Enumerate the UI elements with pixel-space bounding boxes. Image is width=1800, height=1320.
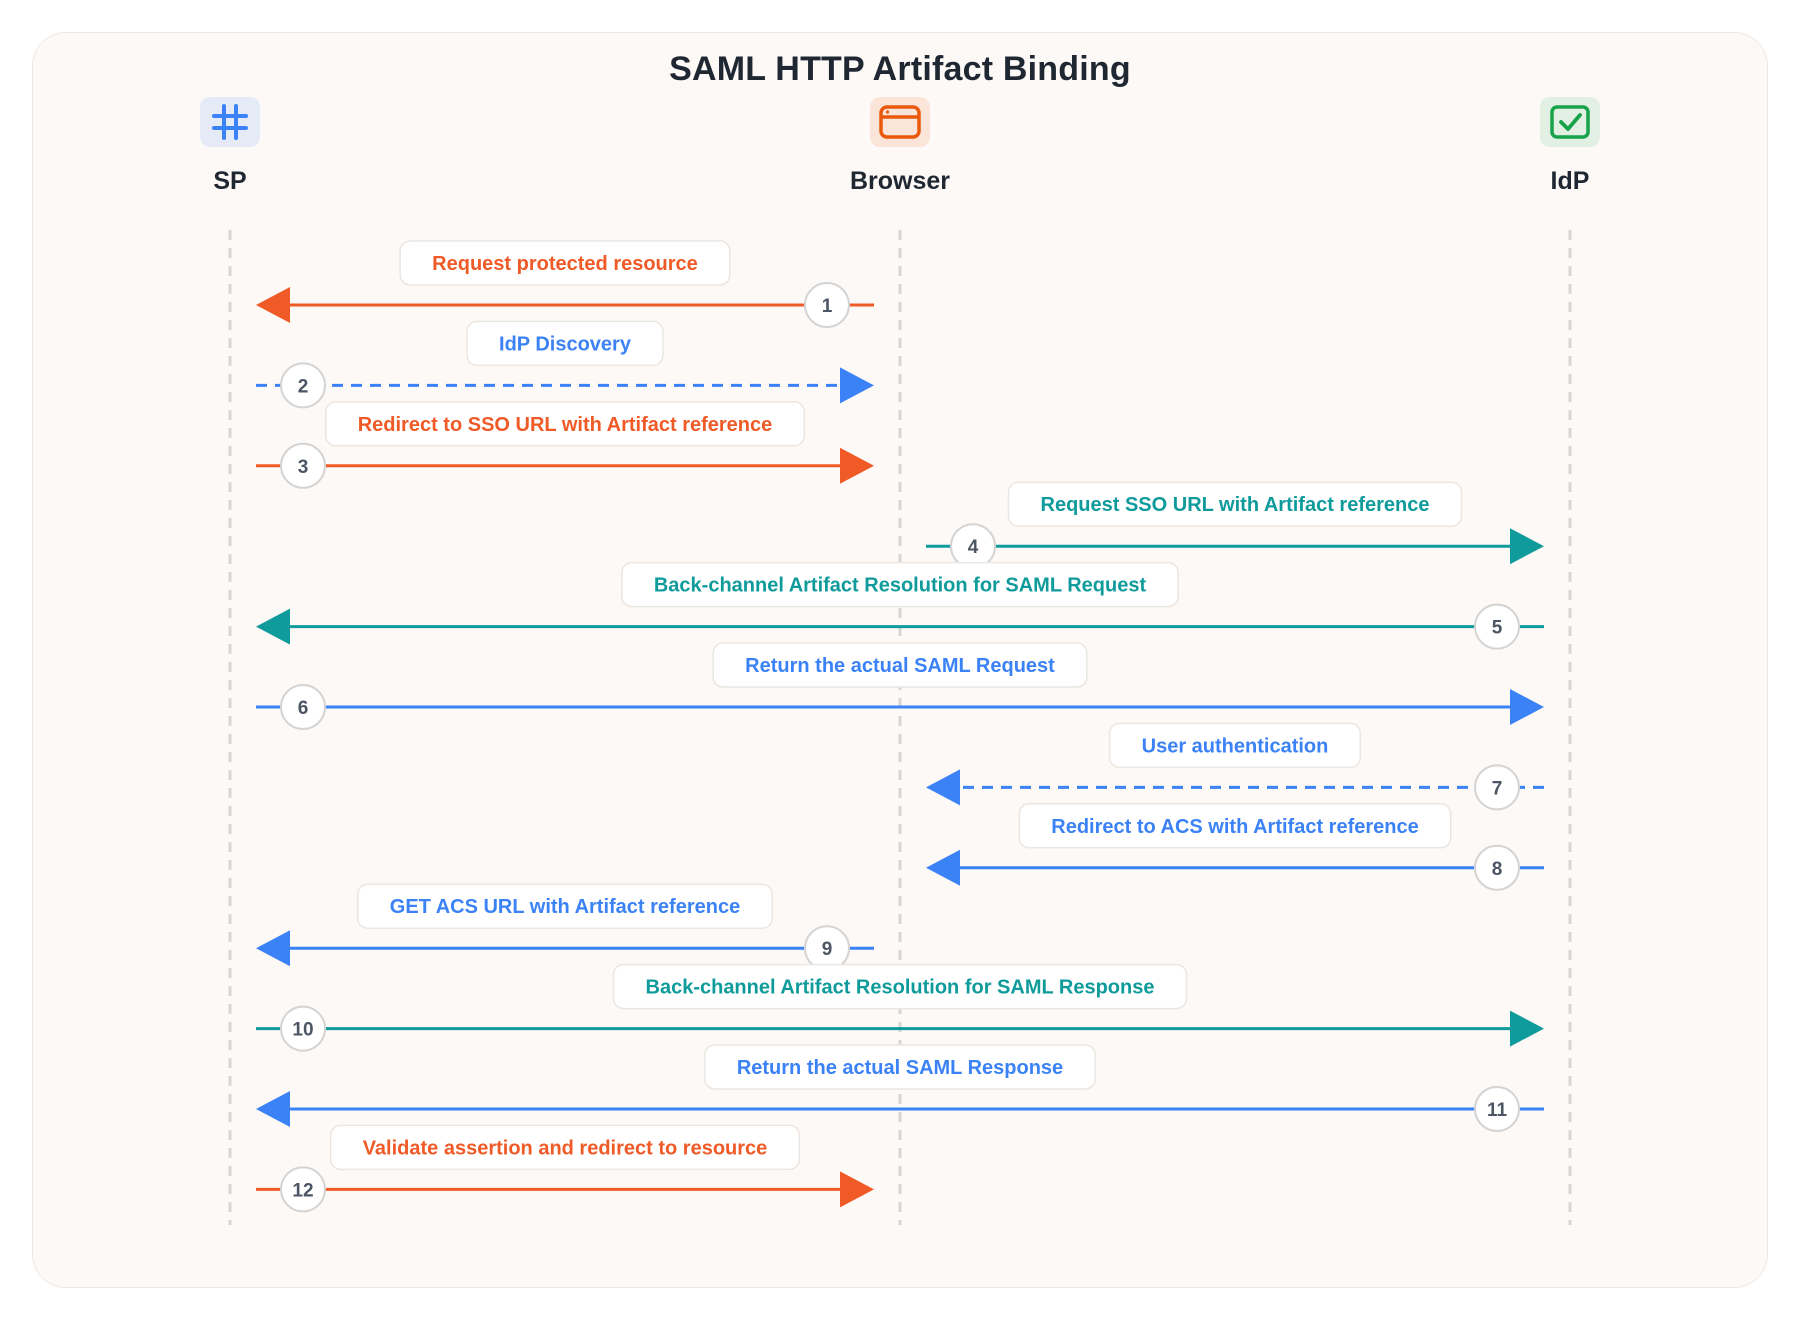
step-number-badge (280, 1166, 326, 1213)
message-label-box (1108, 722, 1362, 769)
message-label: Redirect to SSO URL with Artifact refere… (358, 414, 773, 436)
message-7: 7 User authentication (926, 722, 1544, 811)
arrowhead-icon (840, 1171, 874, 1208)
hash-grid-icon (200, 97, 260, 147)
arrowhead-icon (1510, 528, 1544, 565)
arrowhead-icon (256, 1091, 290, 1127)
diagram-title: SAML HTTP Artifact Binding (669, 50, 1131, 88)
message-label: GET ACS URL with Artifact reference (390, 896, 740, 918)
message-2: 2 IdP Discovery (256, 320, 874, 409)
message-label: Redirect to ACS with Artifact reference (1051, 816, 1419, 838)
message-label-box (704, 1044, 1096, 1090)
arrowhead-icon (840, 447, 874, 484)
message-4: 4 Request SSO URL with Artifact reference (926, 481, 1544, 570)
message-3: 3 Redirect to SSO URL with Artifact refer… (256, 401, 874, 489)
message-label-box (324, 401, 806, 447)
message-11: 11 Return the actual SAML Response (256, 1044, 1544, 1132)
step-number: 7 (1492, 778, 1503, 799)
message-label-box (329, 1124, 801, 1171)
step-number: 5 (1492, 618, 1503, 639)
step-number-badge (280, 362, 326, 409)
message-label-box (612, 963, 1188, 1010)
message-label-box (357, 883, 773, 929)
check-square-icon (1540, 97, 1600, 147)
message-9: 9 GET ACS URL with Artifact reference (256, 883, 874, 972)
message-6: 6 Return the actual SAML Request (256, 642, 1544, 730)
step-number: 9 (822, 939, 833, 960)
message-label: IdP Discovery (499, 333, 632, 355)
step-number-badge (280, 1005, 326, 1052)
actor-sp-name: SP (213, 167, 247, 195)
message-label: Back-channel Artifact Resolution for SAM… (654, 575, 1147, 597)
message-label: Request protected resource (432, 253, 698, 275)
message-label: User authentication (1142, 735, 1329, 757)
arrowhead-icon (840, 367, 874, 404)
message-label: Return the actual SAML Response (737, 1057, 1063, 1079)
message-label-box (712, 642, 1088, 688)
step-number-badge (1474, 603, 1520, 650)
arrowhead-icon (256, 608, 290, 645)
message-label: Back-channel Artifact Resolution for SAM… (646, 977, 1155, 999)
step-number: 2 (298, 376, 309, 397)
message-8: 8 Redirect to ACS with Artifact reference (926, 803, 1544, 891)
step-number: 12 (292, 1180, 313, 1201)
actor-idp-name: IdP (1550, 167, 1590, 195)
message-label-box (621, 561, 1179, 608)
step-number: 10 (292, 1020, 313, 1041)
message-label-box (399, 240, 731, 286)
message-label-box (1007, 481, 1463, 527)
message-label: Return the actual SAML Request (745, 655, 1055, 677)
step-number-badge (1474, 764, 1520, 811)
step-number: 8 (1492, 859, 1503, 880)
step-number-badge (280, 442, 326, 489)
browser-window-icon (870, 97, 930, 147)
step-number: 6 (298, 698, 309, 719)
message-label-box (466, 320, 664, 367)
arrowhead-icon (256, 930, 290, 967)
step-number-badge (804, 282, 850, 328)
message-1: 1 Request protected resource (256, 240, 874, 328)
message-label: Request SSO URL with Artifact reference (1041, 494, 1430, 516)
message-label: Validate assertion and redirect to resou… (363, 1137, 768, 1159)
step-number-badge (1474, 1086, 1520, 1132)
step-number-badge (1474, 844, 1520, 891)
arrowhead-icon (256, 287, 290, 323)
actor-browser-name: Browser (849, 167, 951, 195)
arrowhead-icon (1510, 1010, 1544, 1047)
message-label-box (1018, 803, 1452, 849)
step-number-badge (280, 684, 326, 730)
step-number: 4 (968, 537, 979, 558)
step-number: 3 (298, 457, 309, 478)
message-10: 10 Back-channel Artifact Resolution for S… (256, 963, 1544, 1052)
message-12: 12 Validate assertion and redirect to res… (256, 1124, 874, 1213)
step-number: 1 (822, 296, 833, 317)
step-number: 11 (1487, 1100, 1508, 1121)
arrowhead-icon (926, 849, 960, 886)
message-5: 5 Back-channel Artifact Resolution for SA… (256, 561, 1544, 650)
arrowhead-icon (926, 769, 960, 806)
arrowhead-icon (1510, 689, 1544, 725)
